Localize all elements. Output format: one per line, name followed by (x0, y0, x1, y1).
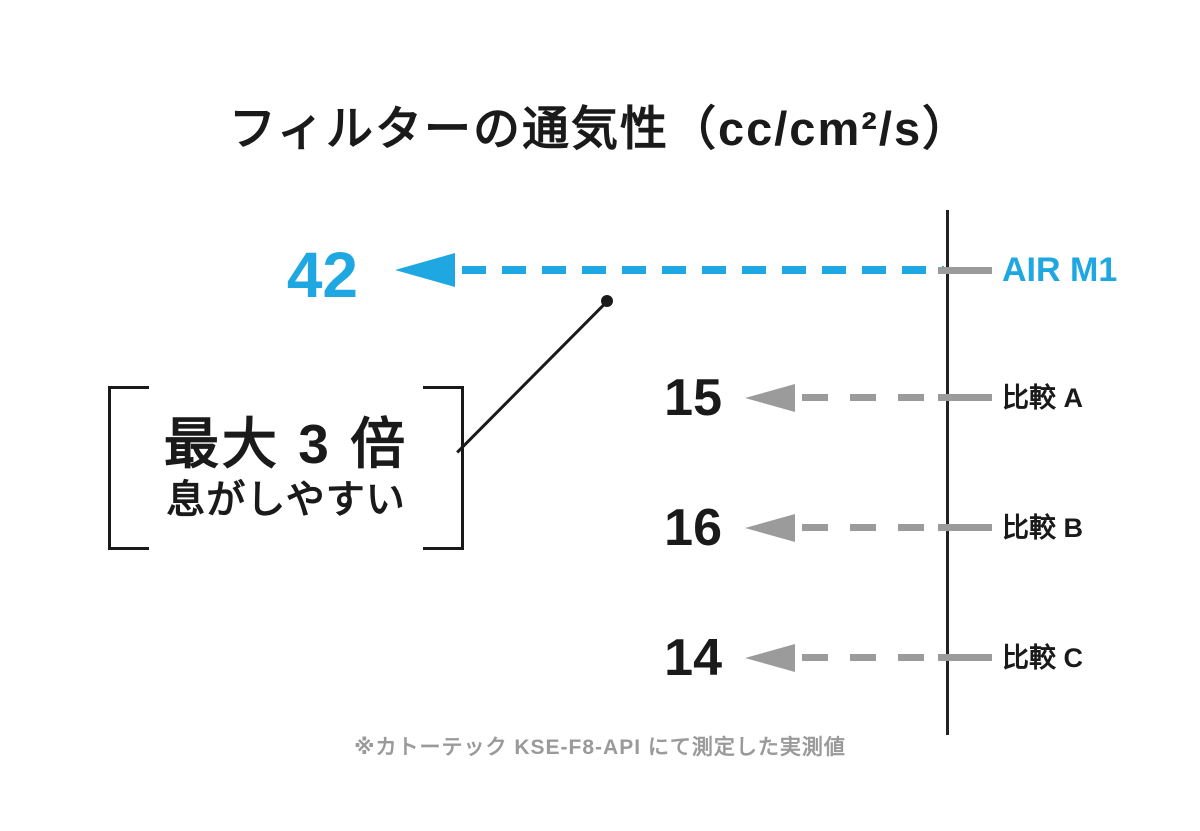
axis-tick-air-m1 (938, 267, 992, 274)
arrow-shaft-hikaku-c (802, 654, 944, 661)
arrow-shaft-hikaku-a (802, 394, 944, 401)
annotation-subline: 息がしやすい (166, 479, 406, 522)
bracket-corner-bottom-left (111, 547, 149, 550)
axis-tick-hikaku-a (938, 394, 992, 401)
measurement-footnote: ※カトーテック KSE-F8-API にて測定した実測値 (354, 736, 846, 759)
value-air-m1: 42 (286, 239, 358, 311)
chart-title: フィルターの通気性（cc/cm²/s） (228, 102, 972, 155)
value-hikaku-c: 14 (664, 629, 722, 687)
series-label-hikaku-b: 比較 B (1002, 513, 1083, 543)
series-label-air-m1: AIR M1 (1002, 251, 1118, 289)
axis-tick-hikaku-c (938, 654, 992, 661)
value-hikaku-b: 16 (664, 499, 722, 557)
bracket-corner-bottom-right (423, 547, 461, 550)
callout-dot (601, 295, 613, 307)
annotation-bracket: 最大 3 倍 息がしやすい (108, 386, 464, 550)
arrow-shaft-hikaku-b (802, 524, 944, 531)
baseline-axis (946, 210, 949, 735)
bracket-corner-top-left (111, 386, 149, 389)
arrowhead-hikaku-c-icon (745, 644, 795, 672)
series-label-hikaku-c: 比較 C (1002, 643, 1083, 673)
arrowhead-air-m1-icon (395, 253, 455, 287)
axis-tick-hikaku-b (938, 524, 992, 531)
series-label-hikaku-a: 比較 A (1002, 383, 1083, 413)
arrowhead-hikaku-a-icon (745, 384, 795, 412)
bracket-corner-top-right (423, 386, 461, 389)
arrowhead-hikaku-b-icon (745, 514, 795, 542)
value-hikaku-a: 15 (664, 369, 722, 427)
annotation-headline: 最大 3 倍 (163, 413, 409, 475)
callout-leader-line (456, 300, 608, 454)
arrow-shaft-air-m1 (462, 266, 944, 274)
